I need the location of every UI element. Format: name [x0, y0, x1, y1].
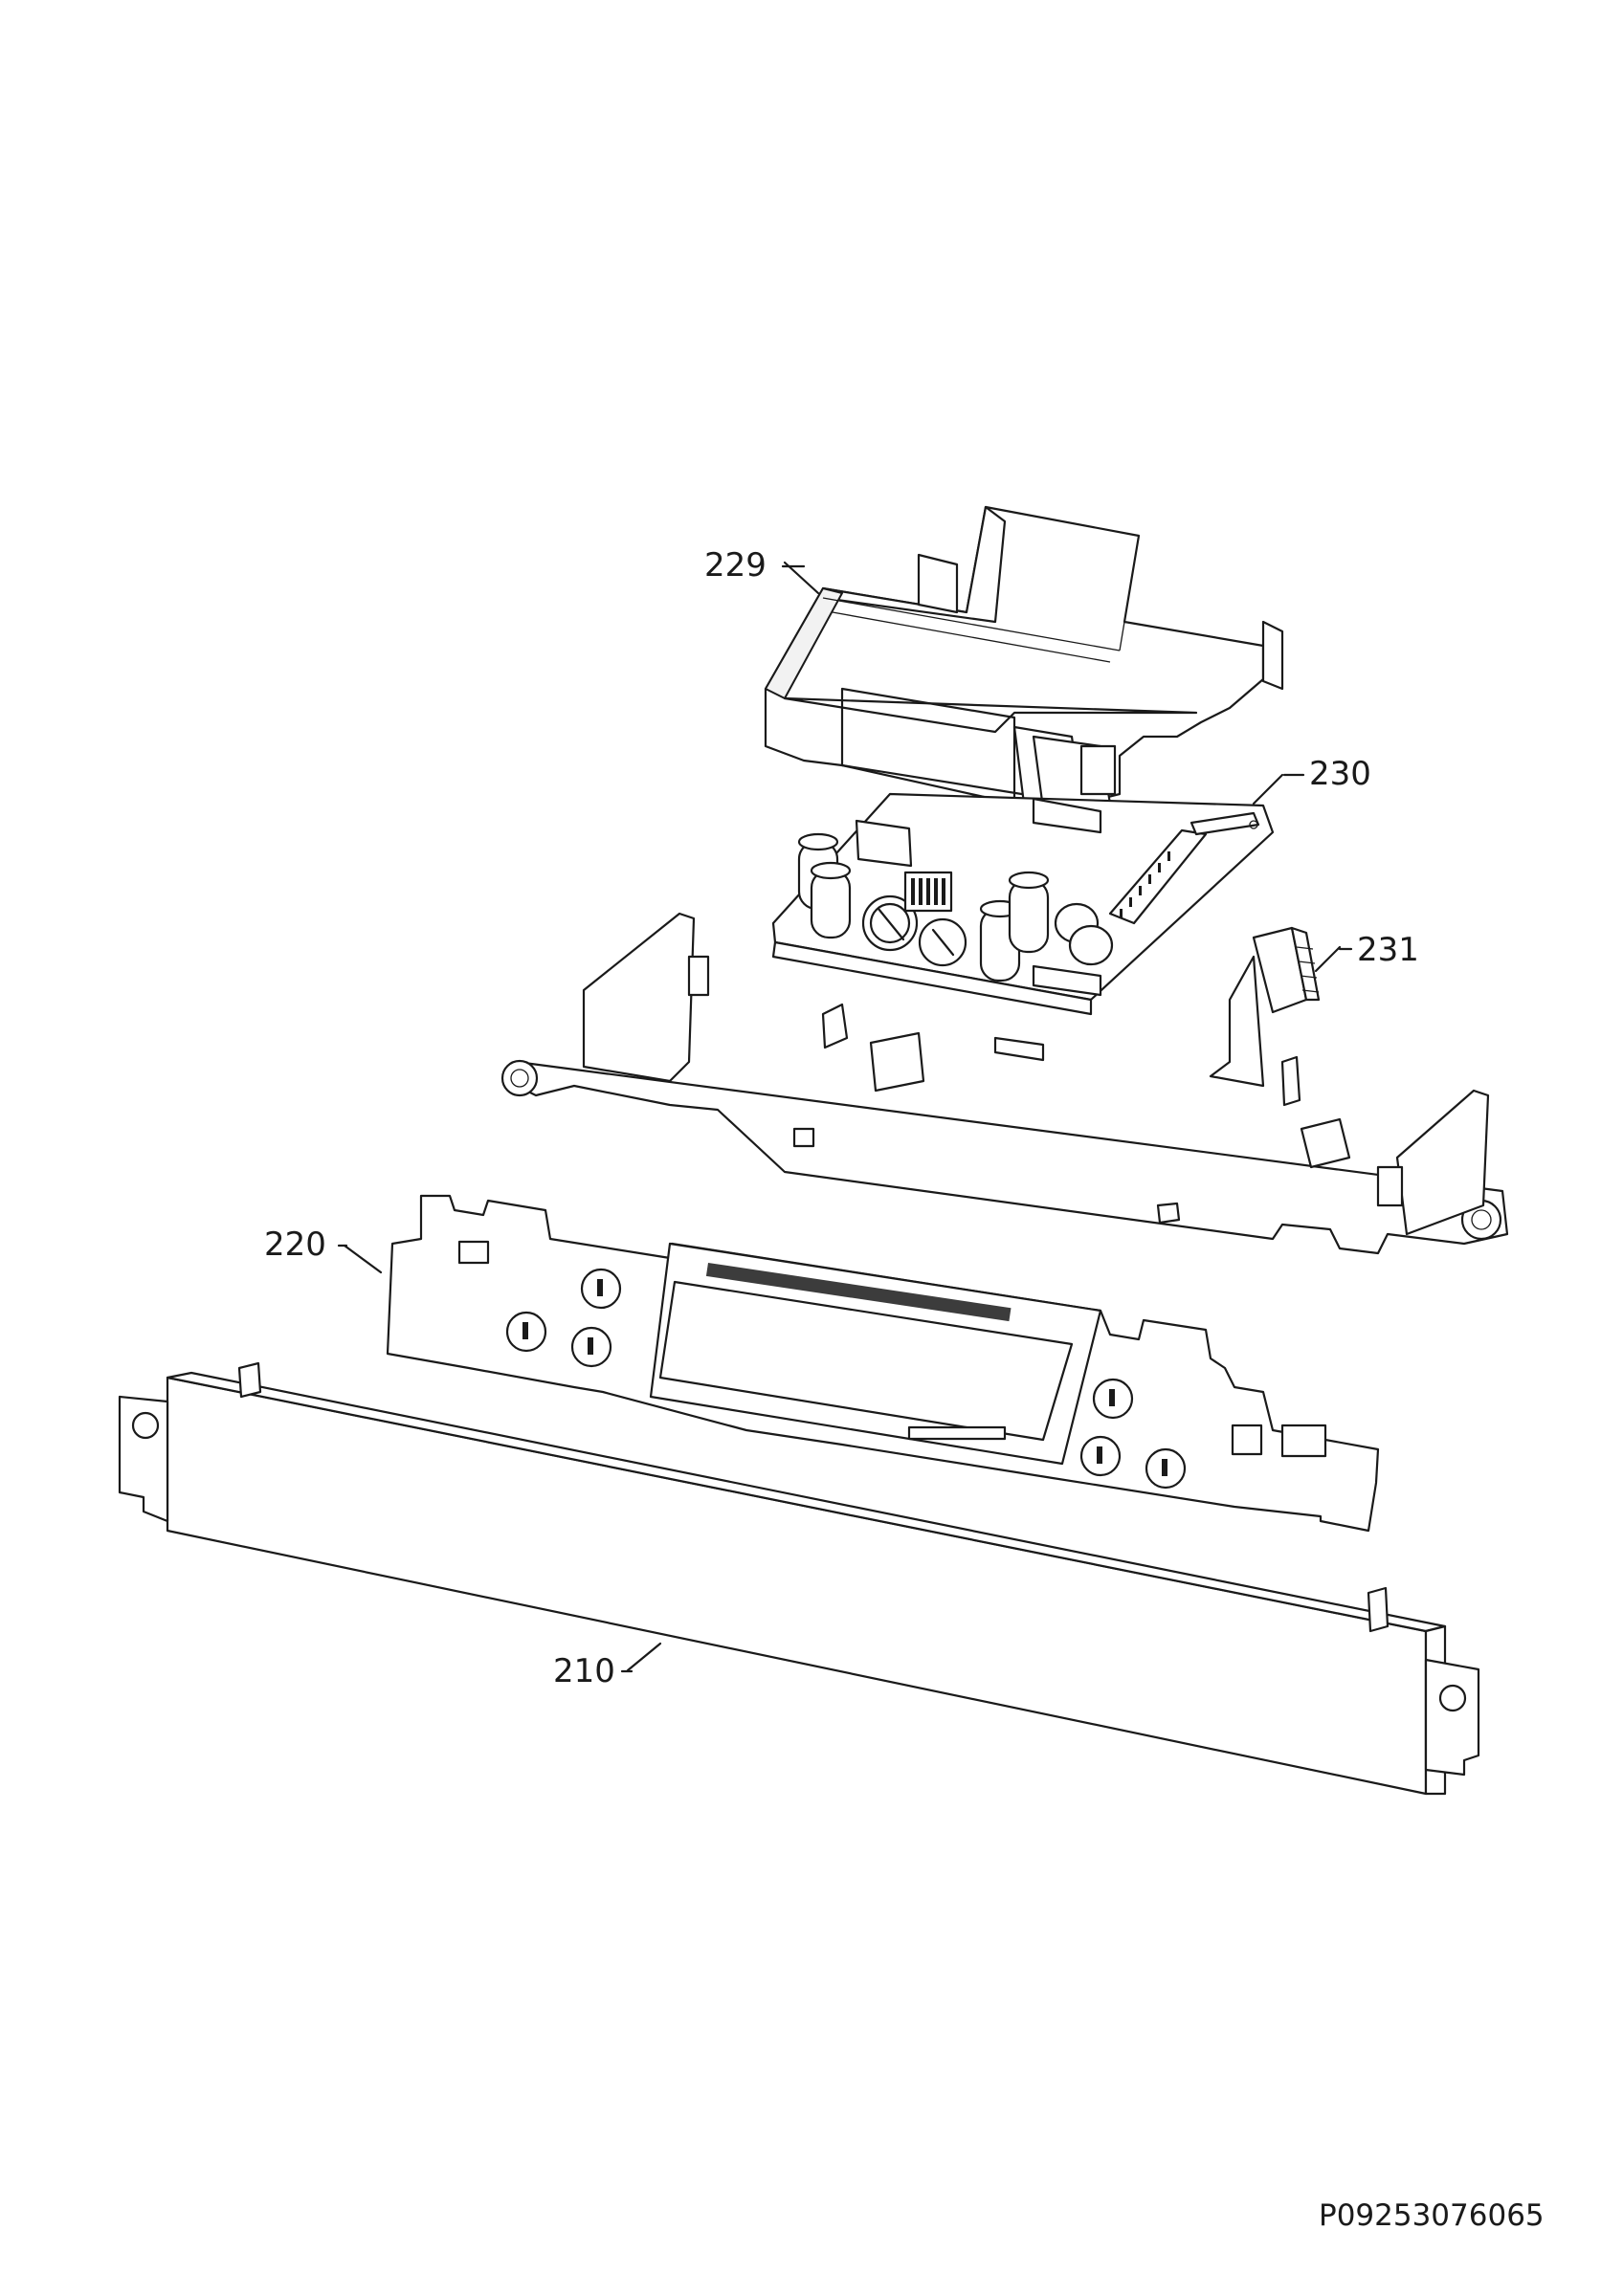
- capacitor-group: [797, 832, 1114, 982]
- callout-210: 210: [553, 1652, 615, 1690]
- part-210-front-panel: [118, 1361, 1480, 1796]
- part-229-cover: [764, 505, 1284, 810]
- drawing-code: P09253076065: [1319, 2198, 1545, 2233]
- push-buttons: [505, 1268, 1187, 1490]
- display-window: [649, 1242, 1102, 1466]
- frame-carrier: [500, 912, 1509, 1255]
- callout-220: 220: [264, 1225, 326, 1264]
- part-220-display-board: [343, 1194, 1380, 1533]
- board-connectors: [457, 1240, 1327, 1458]
- part-231-bracket: [1209, 926, 1342, 1088]
- callout-230: 230: [1309, 755, 1371, 793]
- bracket-ribs: [1296, 946, 1320, 993]
- leader-lines: [337, 564, 1353, 1673]
- callout-229: 229: [704, 546, 767, 585]
- callout-231: 231: [1357, 931, 1419, 969]
- chip-pins: [911, 878, 945, 905]
- part-230-pcb: [771, 773, 1284, 1016]
- connector-pins-right: [1120, 851, 1170, 918]
